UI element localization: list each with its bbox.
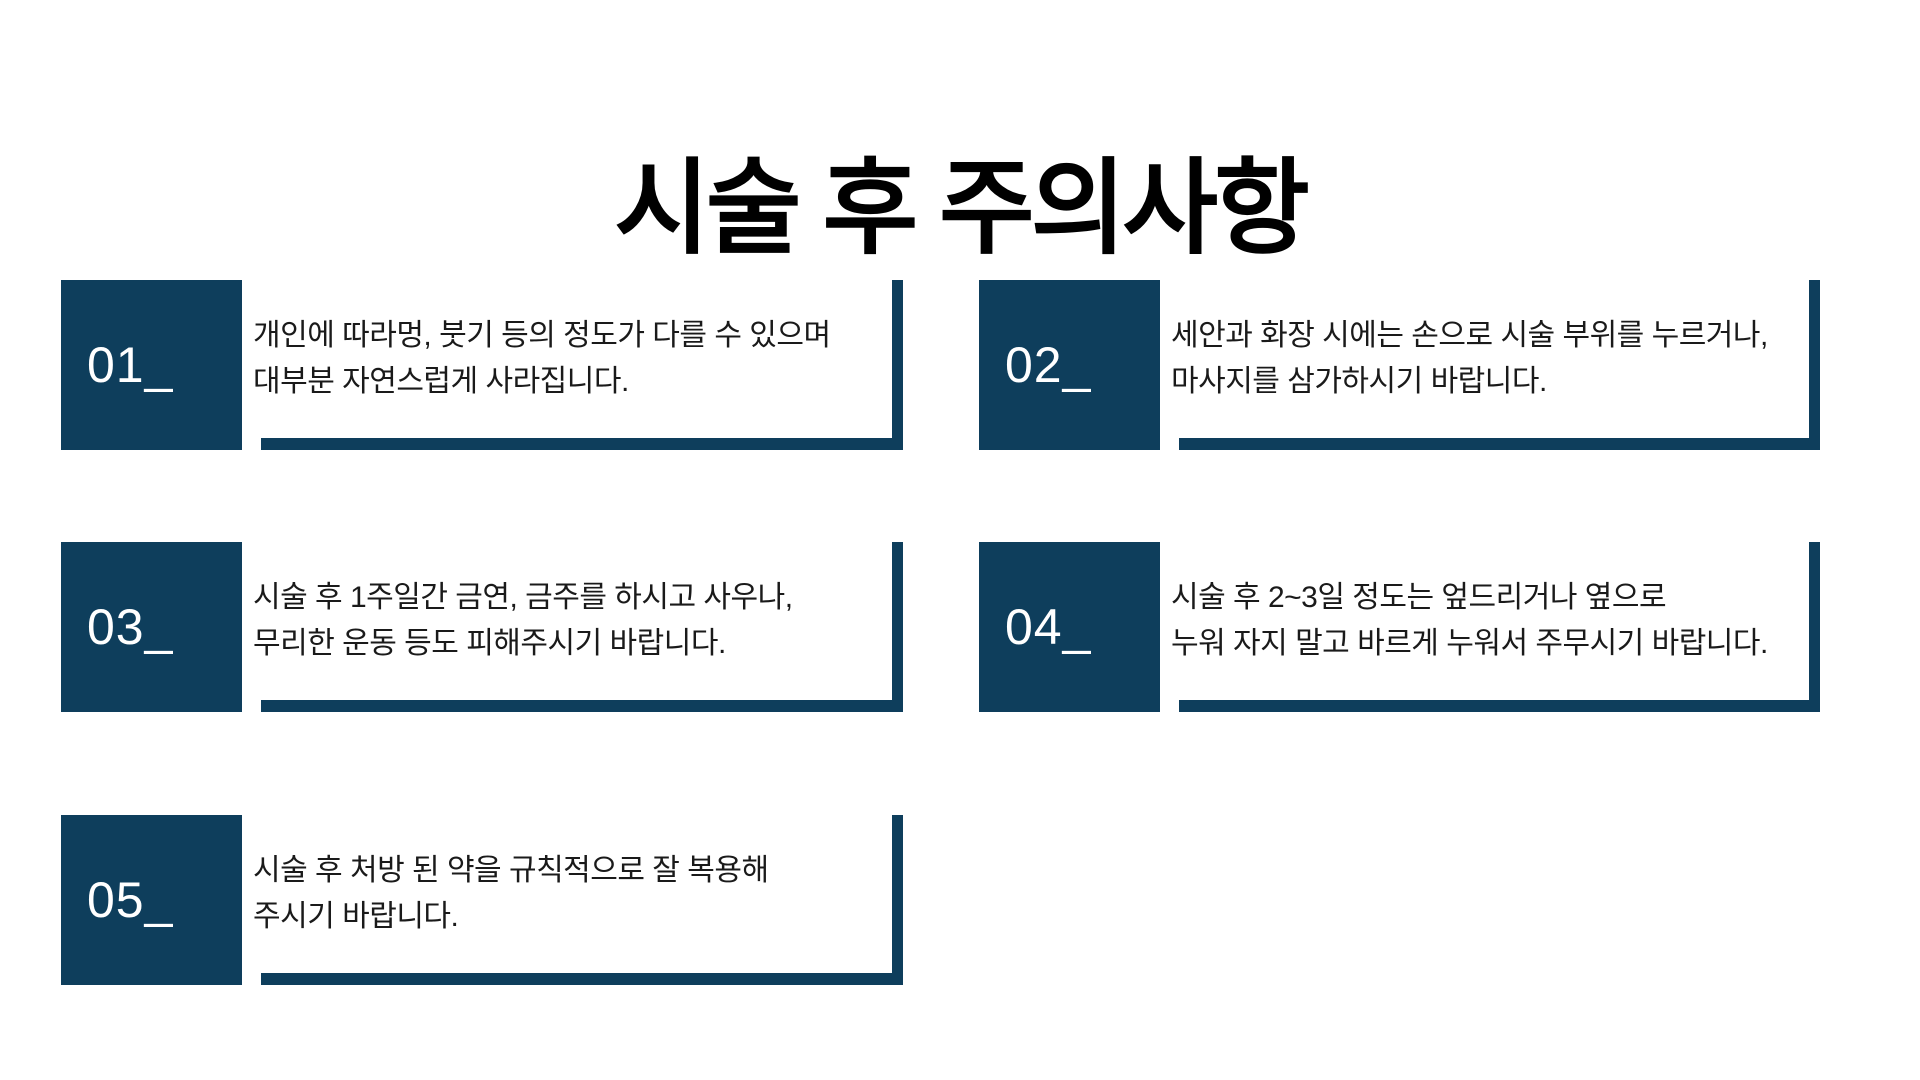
precaution-card-05: 05_ 시술 후 처방 된 약을 규칙적으로 잘 복용해 주시기 바랍니다. (61, 815, 903, 985)
card-text: 시술 후 2~3일 정도는 엎드리거나 옆으로 누워 자지 말고 바르게 누워서… (1171, 542, 1798, 700)
card-text: 세안과 화장 시에는 손으로 시술 부위를 누르거나, 마사지를 삼가하시기 바… (1171, 280, 1798, 438)
card-text-line-2: 주시기 바랍니다. (253, 900, 459, 933)
card-text-line-2: 누워 자지 말고 바르게 누워서 주무시기 바랍니다. (1171, 627, 1768, 660)
precaution-card-04: 04_ 시술 후 2~3일 정도는 엎드리거나 옆으로 누워 자지 말고 바르게… (979, 542, 1820, 712)
precaution-card-03: 03_ 시술 후 1주일간 금연, 금주를 하시고 사우나, 무리한 운동 등도… (61, 542, 903, 712)
card-text-line-1: 세안과 화장 시에는 손으로 시술 부위를 누르거나, (1171, 319, 1768, 352)
card-right-border (892, 280, 903, 450)
page-title: 시술 후 주의사항 (614, 150, 1310, 267)
card-text-line-2: 대부분 자연스럽게 사라집니다. (253, 365, 629, 398)
card-bottom-border (261, 438, 903, 450)
card-text: 개인에 따라멍, 붓기 등의 정도가 다를 수 있으며 대부분 자연스럽게 사라… (253, 280, 881, 438)
card-text-line-1: 개인에 따라멍, 붓기 등의 정도가 다를 수 있으며 (253, 319, 831, 352)
card-number: 04_ (1005, 599, 1092, 655)
card-number: 03_ (87, 599, 174, 655)
card-bottom-border (1179, 438, 1820, 450)
card-right-border (892, 815, 903, 985)
card-text: 시술 후 1주일간 금연, 금주를 하시고 사우나, 무리한 운동 등도 피해주… (253, 542, 881, 700)
card-number-badge: 04_ (979, 542, 1160, 712)
card-bottom-border (261, 700, 903, 712)
card-number-badge: 02_ (979, 280, 1160, 450)
card-number: 05_ (87, 872, 174, 928)
card-text-line-1: 시술 후 처방 된 약을 규칙적으로 잘 복용해 (253, 854, 769, 887)
precaution-card-01: 01_ 개인에 따라멍, 붓기 등의 정도가 다를 수 있으며 대부분 자연스럽… (61, 280, 903, 450)
card-number: 02_ (1005, 337, 1092, 393)
card-text-line-2: 마사지를 삼가하시기 바랍니다. (1171, 365, 1547, 398)
card-number: 01_ (87, 337, 174, 393)
card-right-border (892, 542, 903, 712)
card-number-badge: 03_ (61, 542, 242, 712)
card-text: 시술 후 처방 된 약을 규칙적으로 잘 복용해 주시기 바랍니다. (253, 815, 881, 973)
card-text-line-2: 무리한 운동 등도 피해주시기 바랍니다. (253, 627, 726, 660)
card-text-line-1: 시술 후 1주일간 금연, 금주를 하시고 사우나, (253, 581, 793, 614)
card-right-border (1809, 542, 1820, 712)
card-right-border (1809, 280, 1820, 450)
card-bottom-border (261, 973, 903, 985)
card-bottom-border (1179, 700, 1820, 712)
precaution-card-02: 02_ 세안과 화장 시에는 손으로 시술 부위를 누르거나, 마사지를 삼가하… (979, 280, 1820, 450)
card-number-badge: 05_ (61, 815, 242, 985)
card-number-badge: 01_ (61, 280, 242, 450)
card-text-line-1: 시술 후 2~3일 정도는 엎드리거나 옆으로 (1171, 581, 1667, 614)
